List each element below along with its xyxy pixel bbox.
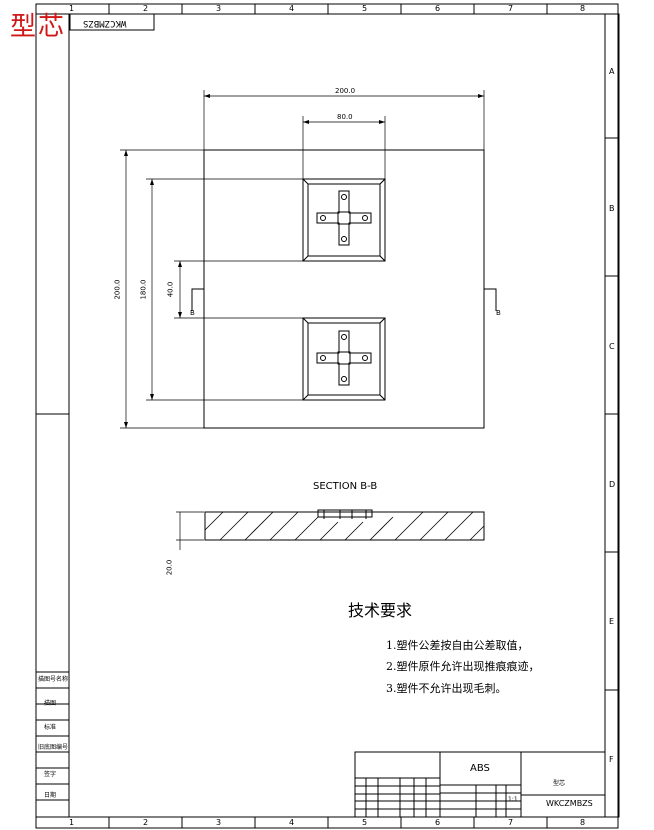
dim-pocket-width: 80.0 — [337, 113, 353, 121]
section-hatching — [204, 511, 485, 541]
code-box — [69, 13, 155, 31]
side-panel-3: 标准 — [44, 724, 57, 731]
dim-pocket-span: 180.0 — [139, 279, 148, 300]
section-title: SECTION B-B — [313, 481, 378, 492]
grid-ticks-bottom — [108, 817, 548, 828]
grid-col-1-top: 1 — [69, 4, 75, 13]
side-panel-4: 旧底图编号 — [38, 744, 69, 751]
grid-col-5-top: 5 — [362, 4, 368, 13]
section-body — [204, 511, 485, 541]
title-block-code: WKCZMBZS — [546, 799, 593, 808]
title-block — [354, 751, 606, 818]
section-cut-right — [484, 288, 497, 311]
dim-overall-height: 200.0 — [113, 279, 122, 300]
grid-col-2-bottom: 2 — [143, 818, 149, 827]
pocket-lower — [302, 317, 386, 401]
grid-col-3-bottom: 3 — [216, 818, 222, 827]
grid-col-4-bottom: 4 — [289, 818, 295, 827]
grid-col-7-top: 7 — [508, 4, 514, 13]
title-block-material: ABS — [470, 763, 490, 774]
dimension-arrows — [124, 94, 484, 428]
dim-section-thickness: 20.0 — [165, 559, 174, 576]
title-block-name: 型芯 — [553, 780, 566, 787]
grid-row-f: F — [609, 755, 614, 764]
requirement-1: 1.塑件公差按自由公差取值， — [386, 639, 529, 652]
grid-col-4-top: 4 — [289, 4, 295, 13]
drawing-code-top: WKCZMBZS — [83, 18, 127, 28]
grid-col-7-bottom: 7 — [508, 818, 514, 827]
side-panel-5: 签字 — [44, 771, 57, 778]
grid-col-8-bottom: 8 — [580, 818, 586, 827]
core-plate-outline — [203, 149, 485, 429]
section-cut-left — [191, 288, 204, 311]
grid-col-2-top: 2 — [143, 4, 149, 13]
inner-frame — [68, 13, 620, 818]
grid-col-5-bottom: 5 — [362, 818, 368, 827]
side-panel-2: 描图 — [44, 700, 57, 707]
grid-col-6-bottom: 6 — [435, 818, 441, 827]
requirements-title: 技术要求 — [348, 601, 413, 620]
section-marker-right: B — [496, 309, 501, 317]
section-inserts — [317, 509, 373, 519]
grid-row-e: E — [609, 617, 615, 626]
section-marker-left: B — [190, 309, 195, 317]
requirement-2: 2.塑件原件允许出现推痕痕迹， — [386, 660, 540, 673]
requirement-3: 3.塑件不允许出现毛刺。 — [386, 682, 507, 695]
grid-ticks-right — [605, 137, 619, 691]
grid-col-1-bottom: 1 — [69, 818, 75, 827]
grid-ticks-top — [108, 4, 548, 14]
dim-center-gap: 40.0 — [166, 281, 175, 298]
grid-col-6-top: 6 — [435, 4, 441, 13]
grid-row-c: C — [609, 342, 615, 351]
outer-frame — [35, 3, 619, 829]
side-panel — [35, 671, 70, 818]
side-panel-6: 日期 — [44, 792, 57, 799]
dimension-lines — [120, 90, 485, 550]
grid-row-a: A — [609, 67, 615, 76]
dim-overall-width: 200.0 — [335, 87, 356, 95]
pocket-upper — [302, 178, 386, 262]
grid-col-3-top: 3 — [216, 4, 222, 13]
side-panel-1: 描图号名称 — [38, 676, 69, 683]
grid-row-d: D — [609, 480, 616, 489]
stamp-characters: 型芯 — [10, 12, 67, 42]
grid-row-b: B — [609, 204, 615, 213]
grid-col-8-top: 8 — [580, 4, 586, 13]
title-block-scale: 1:1 — [508, 796, 518, 803]
